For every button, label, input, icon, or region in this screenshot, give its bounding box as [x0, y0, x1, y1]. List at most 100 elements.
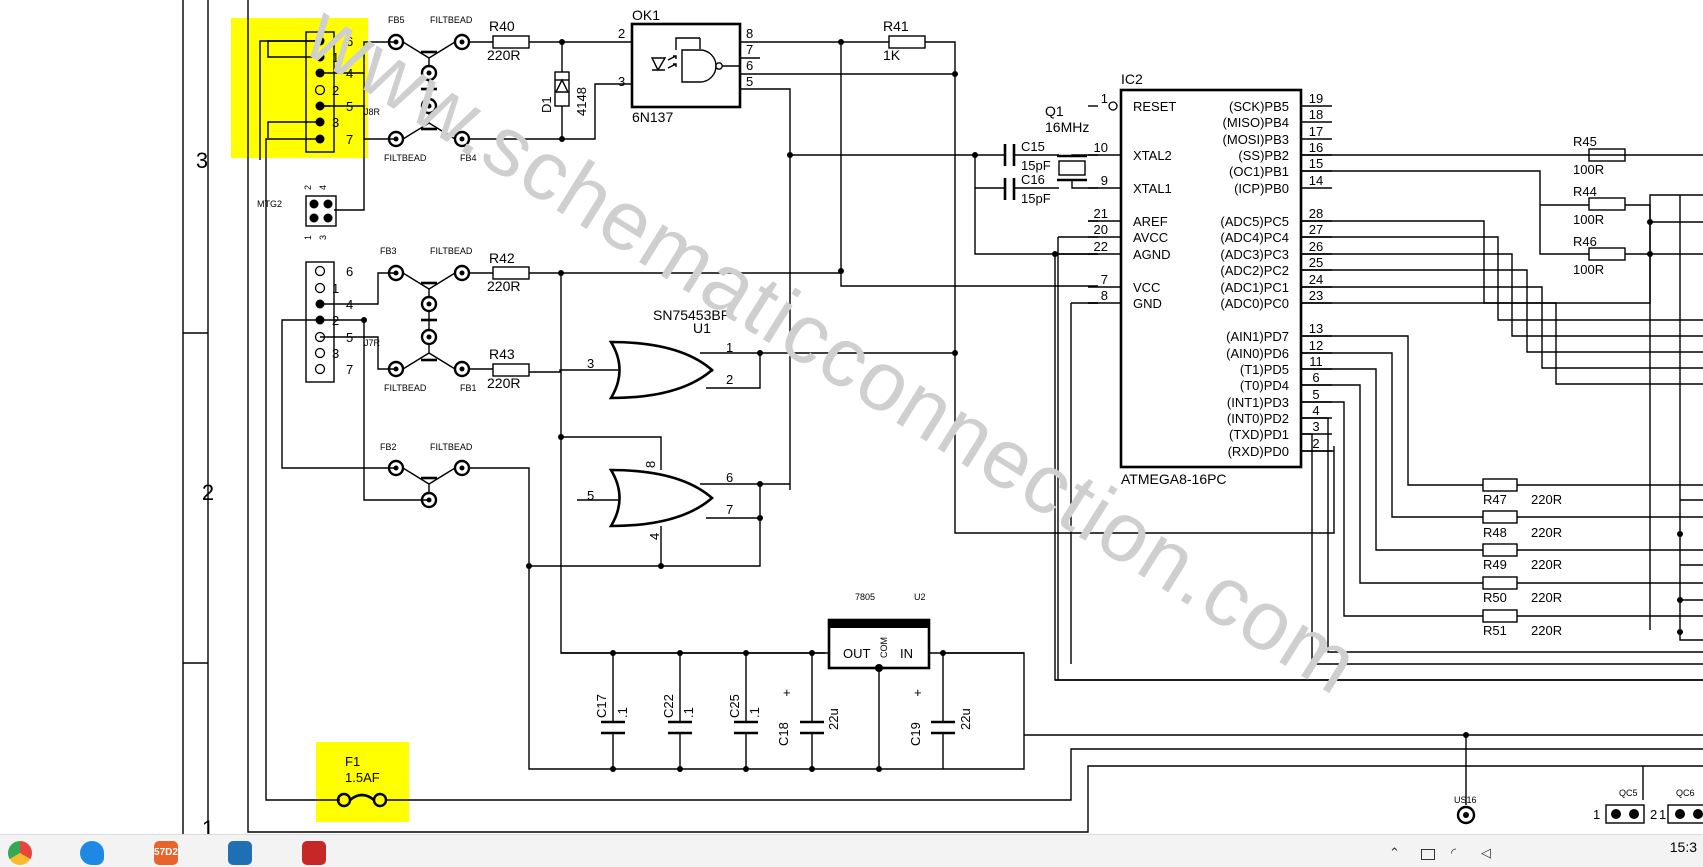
mcu-pin-number: 23	[1309, 288, 1323, 303]
svg-text:220R: 220R	[487, 47, 520, 63]
mcu-pin-label: (T0)PD4	[1240, 378, 1289, 393]
mcu-pin-label: (INT1)PD3	[1227, 395, 1289, 410]
mcu-pin-number: 16	[1309, 140, 1323, 155]
svg-text:C22: C22	[661, 694, 676, 718]
svg-text:16MHz: 16MHz	[1045, 119, 1089, 135]
taskbar-app-arrow[interactable]	[222, 838, 258, 866]
svg-text:R40: R40	[489, 18, 515, 34]
mcu-pin-number: 17	[1309, 124, 1323, 139]
svg-text:MTG2: MTG2	[257, 199, 282, 209]
connector-bottom: 6 1 4 2 5 3 7 J7R	[305, 261, 381, 383]
svg-text:220R: 220R	[1531, 557, 1562, 572]
mcu-pin-number: 26	[1309, 239, 1323, 254]
resistor-r43: R43 220R	[487, 346, 530, 391]
svg-text:220R: 220R	[1531, 525, 1562, 540]
mcu-pin-label: (MOSI)PB3	[1223, 132, 1289, 147]
mcu-pin-number: 14	[1309, 173, 1323, 188]
svg-text:220R: 220R	[1531, 590, 1562, 605]
mcu-pin-number: 5	[1312, 387, 1319, 402]
fuse-f1: F1 1.5AF	[336, 754, 388, 808]
qc6-jumper: QC6 1	[1659, 788, 1703, 824]
qc5-jumper: QC5 1 2	[1593, 766, 1657, 824]
mcu-pin-label: AREF	[1133, 214, 1168, 229]
svg-text:D1: D1	[539, 96, 554, 113]
mcu-pin-label: AGND	[1133, 247, 1171, 262]
svg-text:U1: U1	[693, 320, 711, 336]
svg-text:.1: .1	[681, 707, 696, 718]
mcu-pin-number: 24	[1309, 272, 1323, 287]
svg-text:COM: COM	[879, 637, 889, 658]
svg-text:7: 7	[346, 362, 353, 377]
mcu-pin-label: GND	[1133, 296, 1162, 311]
mcu-pin-number: 12	[1309, 338, 1323, 353]
resistor-r42: R42 220R	[487, 250, 530, 294]
mcu-pin-label: (SCK)PB5	[1229, 99, 1289, 114]
svg-text:FILTBEAD: FILTBEAD	[384, 153, 427, 163]
mcu-pin-number: 7	[1101, 272, 1108, 287]
svg-text:C25: C25	[727, 694, 742, 718]
mcu-pin-label: XTAL2	[1133, 148, 1172, 163]
svg-text:+: +	[914, 685, 922, 700]
taskbar-app-chrome[interactable]	[2, 838, 38, 866]
cap-c16: C16 15pF	[1003, 172, 1051, 206]
mcu-pin-number: 6	[1312, 370, 1319, 385]
svg-text:U2: U2	[914, 592, 926, 602]
svg-text:R41: R41	[883, 18, 909, 34]
mcu-pin-number: 2	[1312, 436, 1319, 451]
mcu-pin-label: (OC1)PB1	[1229, 164, 1289, 179]
mcu-pin-number: 18	[1309, 107, 1323, 122]
svg-text:R51: R51	[1483, 623, 1507, 638]
svg-text:1: 1	[1593, 807, 1600, 822]
svg-text:R42: R42	[489, 250, 515, 266]
optocoupler-ok1: OK1 6N137 2 3 8 7 6 5	[618, 7, 753, 125]
mcu-pin-number: 15	[1309, 156, 1323, 171]
svg-text:4: 4	[647, 533, 662, 540]
svg-text:.1: .1	[615, 707, 630, 718]
border-mark-3: 3	[196, 148, 208, 173]
battery-icon[interactable]	[1421, 849, 1435, 860]
svg-text:220R: 220R	[487, 375, 520, 391]
mcu-pin-number: 1	[1101, 91, 1108, 106]
svg-text:QC6: QC6	[1676, 788, 1695, 798]
svg-text:FB2: FB2	[380, 442, 397, 452]
taskbar-app-zip[interactable]: 57D2	[148, 838, 184, 866]
taskbar-app-pdf[interactable]	[296, 838, 332, 866]
svg-text:6: 6	[346, 264, 353, 279]
volume-icon[interactable]: ◁	[1481, 846, 1491, 861]
mcu-pin-number: 4	[1312, 403, 1319, 418]
taskbar-app-bird[interactable]	[74, 838, 110, 866]
svg-text:OK1: OK1	[632, 7, 660, 23]
resistor-r47: R47 220R	[1482, 478, 1562, 507]
mcu-pin-label: (TXD)PD1	[1229, 427, 1289, 442]
mcu-pin-label: VCC	[1133, 280, 1160, 295]
svg-text:FILTBEAD: FILTBEAD	[430, 15, 473, 25]
svg-text:FB1: FB1	[460, 383, 477, 393]
svg-text:1: 1	[1659, 807, 1666, 822]
mcu-pin-label: (ADC5)PC5	[1220, 214, 1289, 229]
wifi-icon[interactable]: ◜	[1451, 846, 1457, 861]
svg-text:2: 2	[618, 26, 625, 41]
mcu-pin-label: XTAL1	[1133, 181, 1172, 196]
svg-text:5: 5	[587, 488, 594, 503]
fuse-highlight	[316, 742, 409, 822]
svg-text:3: 3	[587, 356, 594, 371]
svg-text:3: 3	[618, 74, 625, 89]
svg-text:R46: R46	[1573, 234, 1597, 249]
svg-text:220R: 220R	[1531, 492, 1562, 507]
mcu-pin-number: 22	[1094, 239, 1108, 254]
mcu-pin-label: (INT0)PD2	[1227, 411, 1289, 426]
svg-text:R43: R43	[489, 346, 515, 362]
gate-u1a: SN75453BP U1 3 2 1	[587, 307, 733, 400]
svg-text:US16: US16	[1454, 795, 1477, 805]
mcu-pin-number: 3	[1312, 419, 1319, 434]
svg-text:22u: 22u	[826, 708, 841, 730]
chevron-up-icon[interactable]: ⌃	[1389, 846, 1400, 861]
mcu-right-pins: 19(SCK)PB518(MISO)PB417(MOSI)PB316(SS)PB…	[1220, 91, 1332, 459]
svg-text:7: 7	[726, 502, 733, 517]
svg-text:3: 3	[332, 346, 339, 361]
connector-bottom-note: J7R	[364, 338, 381, 348]
mcu-ic2: IC2 ATMEGA8-16PC 1RESET10XTAL29XTAL121AR…	[1088, 71, 1332, 487]
clock[interactable]: 15:3	[1669, 839, 1697, 855]
